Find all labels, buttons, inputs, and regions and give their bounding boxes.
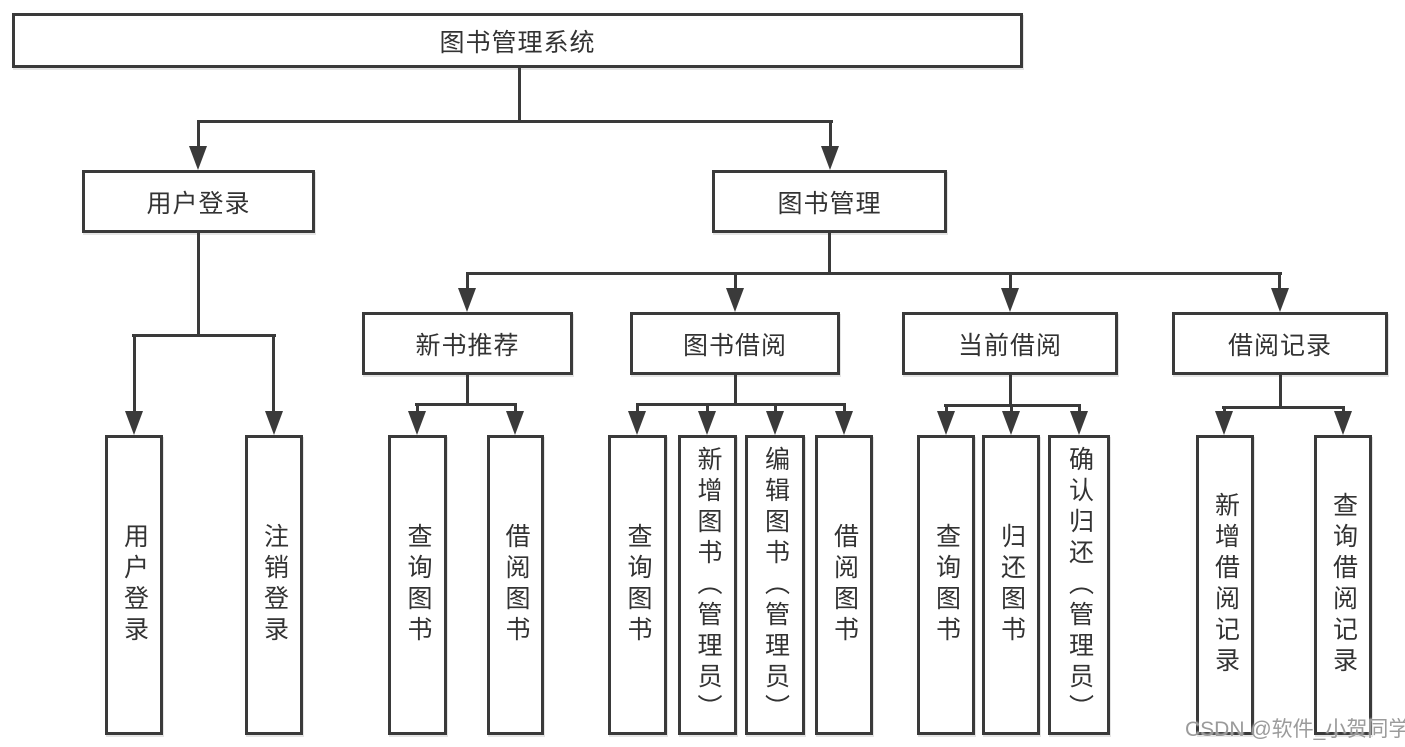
leaf-query-borrow-record-label: 查询借阅记录: [1329, 492, 1358, 678]
leaf-user-login: 用户登录: [105, 435, 163, 735]
leaf-add-book-admin-label: 新增图书（管理员）: [694, 445, 722, 725]
leaf-query-book-2-label: 查询图书: [624, 523, 652, 647]
connector-leaf-shaft: [774, 405, 777, 413]
arrow-down-icon: [506, 411, 524, 435]
connector-userlogin-shaft: [197, 121, 200, 150]
connector-leaf-shaft: [416, 405, 419, 413]
connector-newbook-drop: [466, 375, 469, 406]
node-current-borrow-label: 当前借阅: [957, 331, 1062, 360]
leaf-query-borrow-record: 查询借阅记录: [1314, 435, 1372, 735]
connector-level3-shaft: [1278, 274, 1281, 290]
node-borrow-records-label: 借阅记录: [1227, 331, 1332, 360]
arrow-down-icon: [726, 288, 744, 312]
connector-leaf-shaft: [1078, 406, 1081, 413]
node-new-book-recommend-label: 新书推荐: [415, 331, 520, 360]
node-library-system-label: 图书管理系统: [439, 28, 596, 57]
leaf-add-borrow-record: 新增借阅记录: [1196, 435, 1254, 735]
arrow-down-icon: [265, 411, 283, 435]
connector-root-splitter: [197, 120, 833, 123]
connector-borrowrecords-drop: [1279, 375, 1282, 409]
connector-bookmgmt-splitter: [466, 272, 1282, 275]
connector-leaf-shaft: [133, 336, 136, 413]
connector-currentborrow-drop: [1009, 375, 1012, 407]
arrow-down-icon: [698, 411, 716, 435]
connector-root-drop: [518, 68, 521, 123]
leaf-add-borrow-record-label: 新增借阅记录: [1211, 492, 1240, 678]
arrow-down-icon: [1001, 288, 1019, 312]
connector-level3-shaft: [734, 274, 737, 290]
leaf-edit-book-admin-label: 编辑图书（管理员）: [761, 445, 790, 725]
connector-userlogin-splitter: [132, 334, 276, 337]
arrow-down-icon: [628, 411, 646, 435]
leaf-user-login-label: 用户登录: [120, 523, 149, 647]
arrow-down-icon: [766, 411, 784, 435]
leaf-borrow-book-1: 借阅图书: [487, 435, 544, 735]
node-book-management: 图书管理: [712, 170, 947, 233]
arrow-down-icon: [1334, 411, 1352, 435]
leaf-query-book-3: 查询图书: [917, 435, 975, 735]
node-library-system: 图书管理系统: [12, 13, 1023, 68]
connector-borrowrecords-splitter: [1222, 406, 1345, 409]
node-current-borrow: 当前借阅: [902, 312, 1118, 375]
arrow-down-icon: [458, 288, 476, 312]
leaf-query-book-2: 查询图书: [608, 435, 667, 735]
connector-userlogin-drop: [197, 233, 200, 337]
leaf-borrow-book-2-label: 借阅图书: [830, 523, 859, 647]
arrow-down-icon: [835, 411, 853, 435]
node-book-borrow: 图书借阅: [630, 312, 840, 375]
node-book-management-label: 图书管理: [777, 189, 882, 218]
leaf-confirm-return-admin-label: 确认归还（管理员）: [1065, 445, 1094, 725]
node-book-borrow-label: 图书借阅: [682, 331, 787, 360]
arrow-down-icon: [1271, 288, 1289, 312]
arrow-down-icon: [408, 411, 426, 435]
leaf-logout: 注销登录: [245, 435, 303, 735]
node-user-login: 用户登录: [82, 170, 315, 233]
leaf-confirm-return-admin: 确认归还（管理员）: [1048, 435, 1110, 735]
leaf-add-book-admin: 新增图书（管理员）: [678, 435, 737, 735]
leaf-return-book: 归还图书: [982, 435, 1040, 735]
leaf-query-book-1: 查询图书: [388, 435, 447, 735]
connector-level3-shaft: [466, 274, 469, 290]
connector-bookmgmt-drop: [828, 233, 831, 275]
connector-leaf-shaft: [1223, 408, 1226, 413]
arrow-down-icon: [1215, 411, 1233, 435]
leaf-return-book-label: 归还图书: [997, 523, 1026, 647]
leaf-query-book-1-label: 查询图书: [404, 523, 432, 647]
connector-bookmgmt-shaft: [829, 121, 832, 150]
connector-leaf-shaft: [1342, 408, 1345, 413]
arrow-down-icon: [937, 411, 955, 435]
arrow-down-icon: [1002, 411, 1020, 435]
connector-leaf-shaft: [514, 405, 517, 413]
connector-leaf-shaft: [706, 405, 709, 413]
leaf-edit-book-admin: 编辑图书（管理员）: [745, 435, 805, 735]
connector-leaf-shaft: [843, 405, 846, 413]
node-new-book-recommend: 新书推荐: [362, 312, 573, 375]
connector-level3-shaft: [1009, 274, 1012, 290]
connector-currentborrow-splitter: [944, 404, 1081, 407]
connector-newbook-splitter: [415, 403, 517, 406]
arrow-down-icon: [821, 146, 839, 170]
leaf-query-book-3-label: 查询图书: [932, 523, 961, 647]
watermark: CSDN @软件_小贺同学: [1185, 718, 1405, 741]
connector-bookborrow-drop: [734, 375, 737, 406]
connector-leaf-shaft: [636, 405, 639, 413]
leaf-logout-label: 注销登录: [260, 523, 289, 647]
connector-bookborrow-splitter: [636, 403, 846, 406]
arrow-down-icon: [189, 146, 207, 170]
node-user-login-label: 用户登录: [146, 189, 251, 218]
connector-leaf-shaft: [272, 336, 275, 413]
connector-leaf-shaft: [945, 406, 948, 413]
arrow-down-icon: [1070, 411, 1088, 435]
connector-leaf-shaft: [1010, 406, 1013, 413]
leaf-borrow-book-1-label: 借阅图书: [502, 523, 530, 647]
node-borrow-records: 借阅记录: [1172, 312, 1388, 375]
leaf-borrow-book-2: 借阅图书: [815, 435, 873, 735]
arrow-down-icon: [125, 411, 143, 435]
